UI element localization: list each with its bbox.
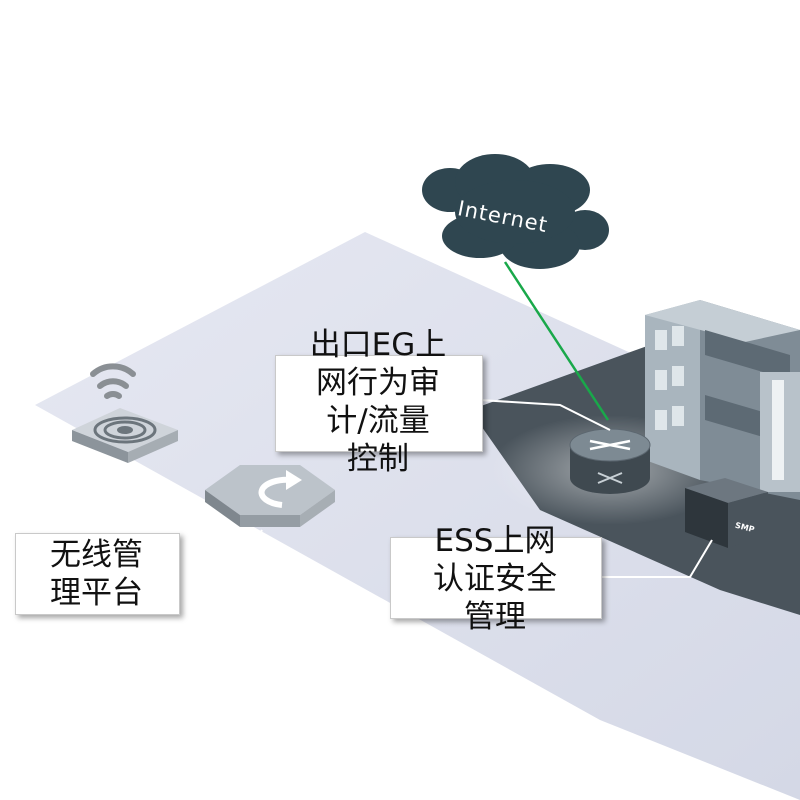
- wireless-ap-icon: [72, 408, 178, 463]
- wireless-callout-text: 无线管 理平台: [50, 537, 143, 611]
- internet-link: [503, 261, 610, 421]
- ess-callout-text: ESS上网 认证安全 管理: [433, 523, 557, 635]
- ess-connector: [600, 539, 713, 578]
- egress-callout-box: [275, 355, 483, 452]
- ess-callout-box: [390, 537, 602, 619]
- wifi-signal-icon: [90, 363, 136, 399]
- router-icon: [569, 428, 651, 494]
- egress-connector: [479, 399, 611, 431]
- building: [645, 300, 800, 500]
- wireless-callout-box: [15, 533, 180, 615]
- internet-cloud: [422, 154, 609, 269]
- egress-callout-text: 出口EG上 网行为审 计/流量 控制: [309, 327, 447, 477]
- wireless-controller-icon: [205, 465, 335, 527]
- smp-server-icon: [685, 478, 768, 548]
- wireless-connector: [178, 529, 263, 574]
